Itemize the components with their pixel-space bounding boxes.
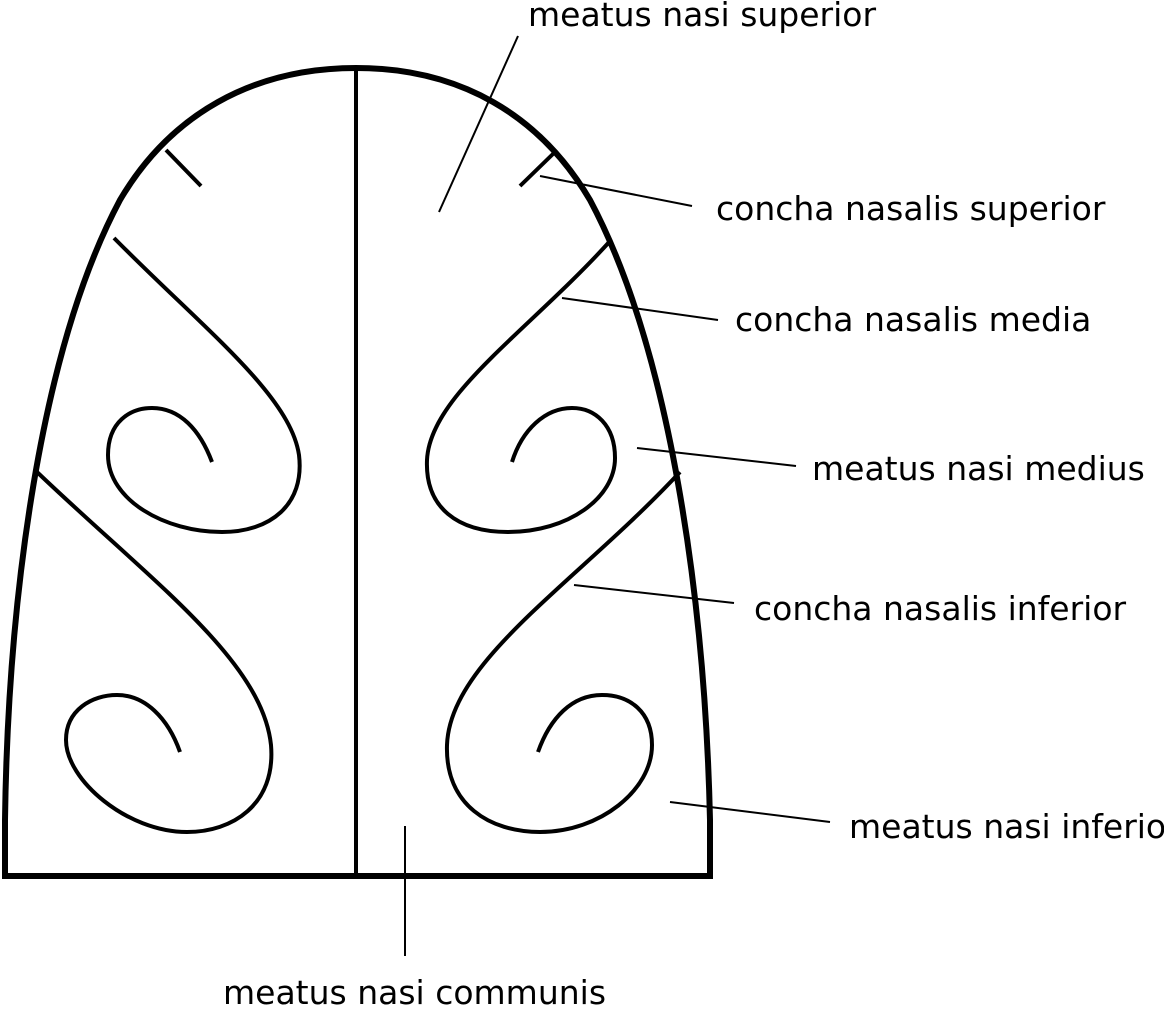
leader-meatus-nasi-medius — [637, 448, 796, 466]
right-concha-media — [427, 240, 615, 532]
label-meatus-nasi-inferior: meatus nasi inferior — [849, 807, 1164, 846]
leader-meatus-nasi-superior — [439, 36, 518, 212]
label-meatus-nasi-medius: meatus nasi medius — [812, 449, 1145, 488]
left-concha-media — [108, 238, 300, 532]
leader-concha-nasalis-superior — [540, 176, 692, 206]
right-concha-superior — [520, 152, 555, 186]
label-concha-nasalis-media: concha nasalis media — [735, 300, 1091, 339]
leader-meatus-nasi-inferior — [670, 802, 830, 822]
left-concha-inferior — [37, 472, 271, 832]
left-concha-superior — [166, 150, 201, 186]
leader-concha-nasalis-inferior — [574, 585, 734, 603]
label-concha-nasalis-superior: concha nasalis superior — [716, 189, 1106, 228]
label-concha-nasalis-inferior: concha nasalis inferior — [754, 589, 1127, 628]
label-meatus-nasi-superior: meatus nasi superior — [528, 0, 876, 34]
right-concha-inferior — [447, 472, 680, 832]
label-meatus-nasi-communis: meatus nasi communis — [223, 973, 606, 1009]
